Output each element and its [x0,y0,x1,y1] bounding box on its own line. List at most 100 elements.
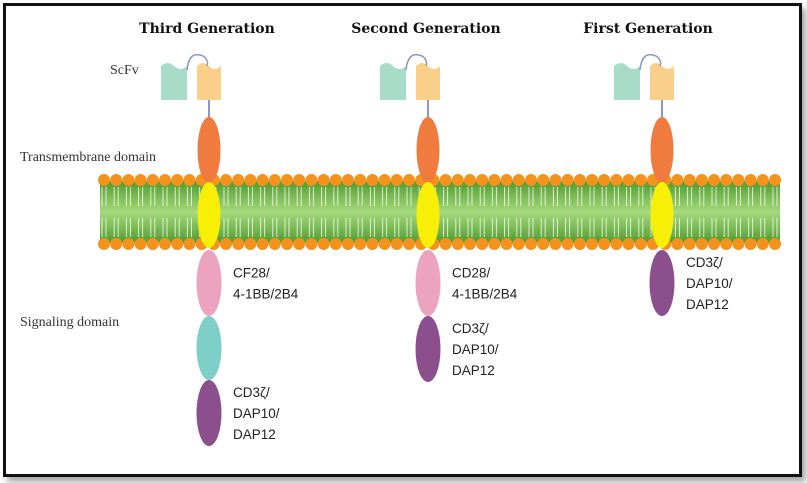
transmembrane-domain [650,182,674,248]
lipid-head [488,238,501,250]
lipid-tail [382,187,388,237]
lipid-head [756,238,769,250]
lipid-tail [150,187,156,237]
lipid-tail [369,187,375,237]
lipid-head [354,174,367,186]
lipid-head [586,238,598,250]
lipid-head [525,238,537,250]
lipid-head [244,238,257,250]
scfv-linker [405,53,428,71]
lipid-tail [138,187,144,237]
lipid-head [537,174,550,186]
lipid-head [183,238,196,250]
lipid-head [317,238,330,250]
scfv-heavy-chain [161,63,187,100]
lipid-head [232,238,245,250]
lipid-head [378,238,391,250]
lipid-head [769,238,781,250]
hinge-domain [416,117,440,183]
lipid-tail [772,187,778,237]
lipid-head [549,238,562,250]
lipid-tail [455,187,461,237]
signaling-domain-label: DAP12 [686,297,729,312]
lipid-head [317,174,330,186]
lipid-head [500,238,513,250]
signaling-domain [649,250,675,316]
lipid-head [354,238,367,250]
lipid-head [561,174,574,186]
lipid-head [232,174,245,186]
lipid-head [403,238,415,250]
hinge-domain [197,117,221,183]
lipid-head [220,174,232,186]
lipid-tail [260,187,266,237]
car-receptor: CD3ζ/DAP10/DAP12 [614,53,733,316]
lipid-head [110,238,123,250]
lipid-tail [113,187,119,237]
lipid-head [244,174,257,186]
lipid-head [293,238,306,250]
lipid-tail [308,187,314,237]
lipid-head [756,174,769,186]
lipid-head [305,174,318,186]
scfv-linker [639,53,662,71]
signaling-domain-label: CD3ζ/ [686,255,723,270]
lipid-head [256,174,269,186]
transmembrane-label: Transmembrane domain [20,150,156,165]
transmembrane-domain [416,182,440,248]
second-generation-title: Second Generation [351,21,500,37]
lipid-head [512,174,525,186]
scfv-label: ScFv [110,63,139,78]
signaling-domain-label: DAP10/ [686,276,733,291]
lipid-head [134,238,147,250]
lipid-tail [699,187,705,237]
lipid-tail [174,187,180,237]
lipid-head [732,238,745,250]
signaling-domain [196,250,222,316]
lipid-tail [504,187,510,237]
signaling-domain-label: CF28/ [233,266,270,281]
lipid-tail [491,187,497,237]
lipid-head [98,238,110,250]
lipid-tail [565,187,571,237]
transmembrane-domain [197,182,221,248]
lipid-head [256,238,269,250]
lipid-head [671,174,684,186]
lipid-head [366,238,379,250]
lipid-head [720,238,733,250]
lipid-head [671,238,684,250]
lipid-head [281,174,293,186]
scfv-heavy-chain [614,63,640,100]
lipid-tail [540,187,546,237]
signaling-domain [415,316,441,382]
lipid-head [573,174,586,186]
lipid-heads-top [98,174,781,186]
lipid-head [610,238,623,250]
lipid-head [98,174,110,186]
lipid-head [586,174,598,186]
lipid-head [464,238,476,250]
lipid-head [683,238,696,250]
lipid-head [683,174,696,186]
lipid-tail [552,187,558,237]
lipid-head [171,238,184,250]
lipid-tail [284,187,290,237]
lipid-tail [394,187,400,237]
lipid-tail [577,187,583,237]
lipid-head [403,174,415,186]
lipid-head [488,174,501,186]
lipid-head [439,174,452,186]
lipid-tail [272,187,278,237]
lipid-tail [406,187,412,237]
lipid-head [451,174,464,186]
scfv-light-chain [197,63,221,100]
lipid-tail [613,187,619,237]
lipid-head [305,238,318,250]
signaling-domain-label: DAP10/ [452,342,499,357]
lipid-tail [687,187,693,237]
scfv-heavy-chain [380,63,406,100]
lipid-head [342,174,354,186]
